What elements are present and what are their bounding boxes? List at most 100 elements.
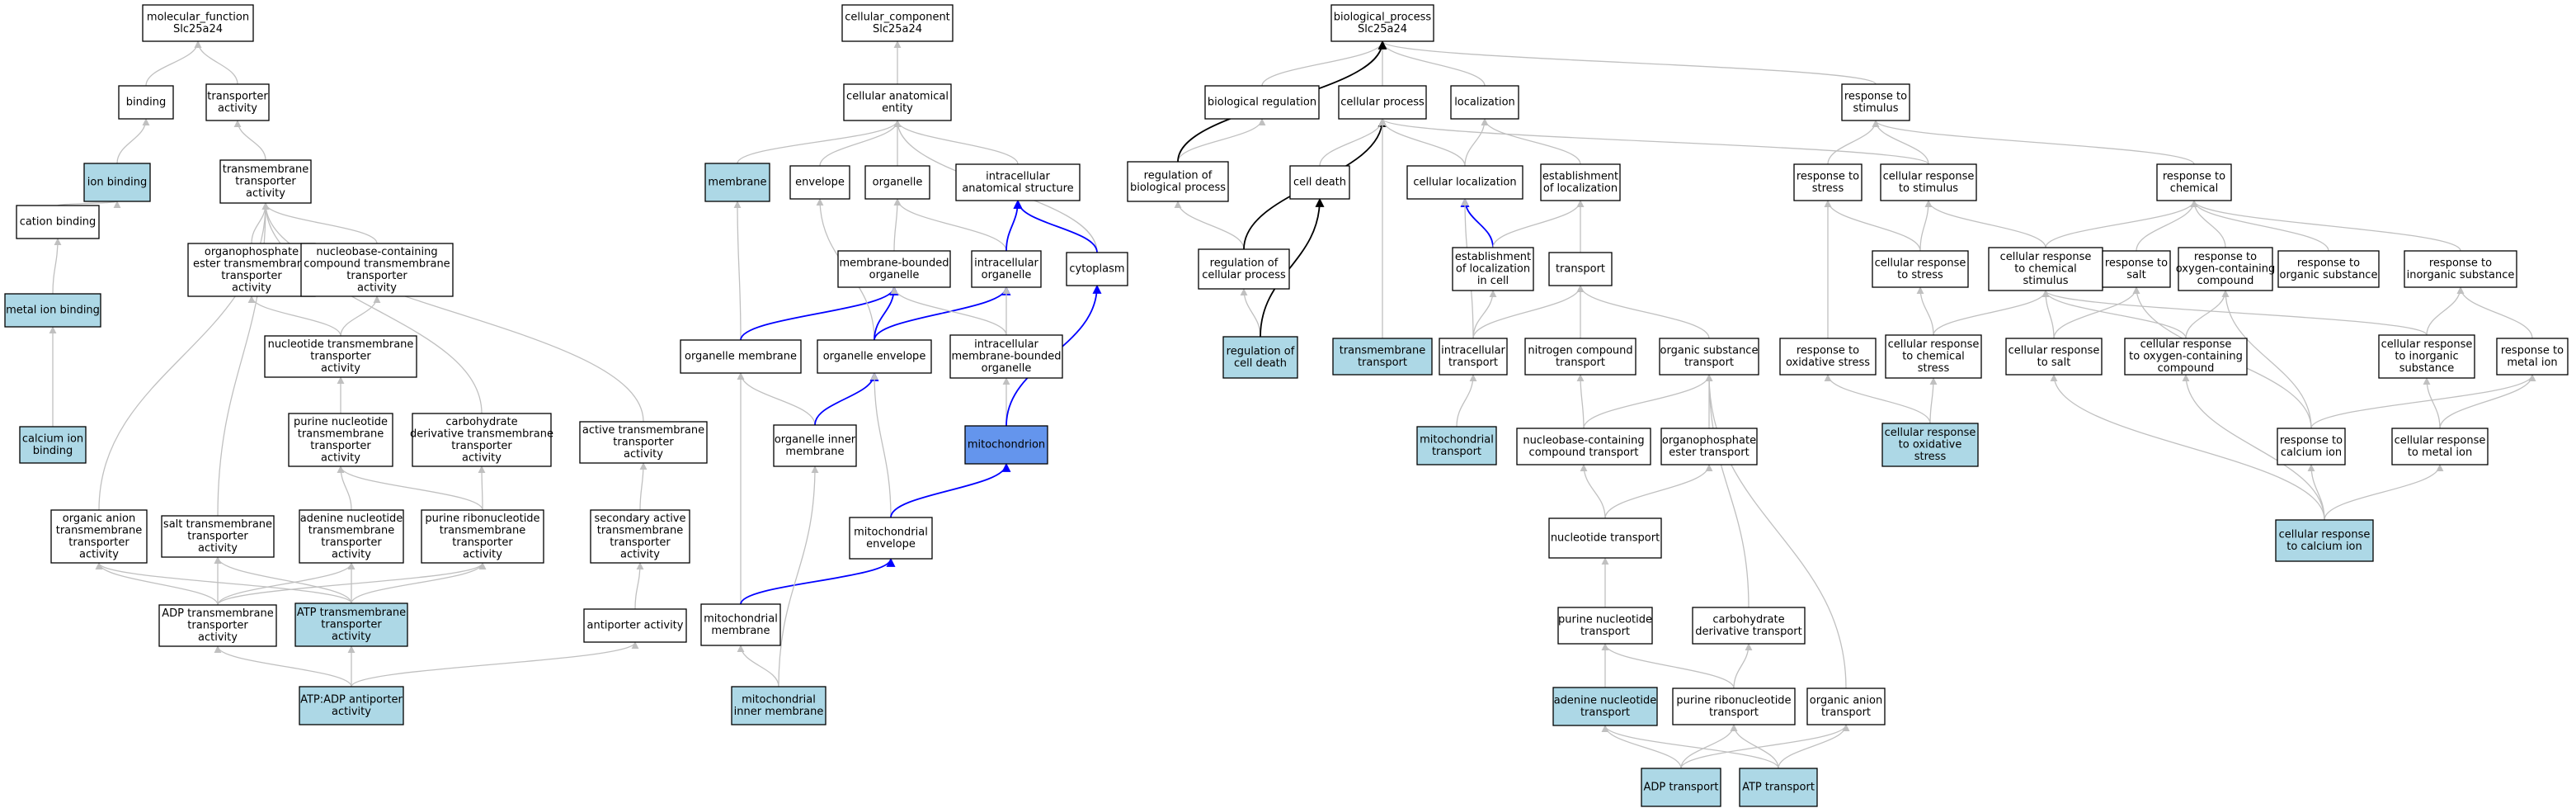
term-node-organelle-envelope[interactable]: organelle envelope <box>817 339 932 374</box>
term-node-cell-process[interactable]: cellular process <box>1338 85 1427 120</box>
edge-cell-localization-to-cell-process <box>1378 118 1466 167</box>
term-node-mitochondrion[interactable]: mitochondrion <box>964 425 1048 465</box>
term-node-cell-death[interactable]: cell death <box>1289 165 1350 200</box>
term-node-purine-nucleotide-tta[interactable]: purine nucleotidetransmembranetransporte… <box>288 413 393 467</box>
term-label-line: of localization <box>1456 263 1530 276</box>
term-label-line: activity <box>198 542 238 555</box>
term-node-ion-binding[interactable]: ion binding <box>83 163 151 202</box>
term-box <box>1406 165 1523 200</box>
term-label-line: regulation of <box>1144 169 1213 182</box>
term-node-adp-transport[interactable]: ADP transport <box>1641 768 1721 807</box>
term-node-transport[interactable]: transport <box>1548 252 1613 286</box>
term-node-organelle[interactable]: organelle <box>864 165 930 200</box>
term-node-antiporter[interactable]: antiporter activity <box>583 608 687 643</box>
term-node-metal-ion-binding[interactable]: metal ion binding <box>4 293 101 328</box>
term-node-adenine-nucleotide-tta[interactable]: adenine nucleotidetransmembranetransport… <box>299 509 404 564</box>
term-box <box>841 4 954 42</box>
term-node-cation-binding[interactable]: cation binding <box>16 205 100 239</box>
term-node-purine-ribonucleotide-tta[interactable]: purine ribonucleotidetransmembranetransp… <box>421 509 544 564</box>
term-node-nucleotide-tta[interactable]: nucleotide transmembranetransporteractiv… <box>264 335 417 378</box>
term-label-line: cytoplasm <box>1069 263 1124 276</box>
term-node-nucleotide-transport[interactable]: nucleotide transport <box>1548 517 1662 559</box>
term-label-line: transmembrane <box>223 163 309 176</box>
term-label-line: nucleobase-containing <box>1523 434 1644 447</box>
term-node-binding[interactable]: binding <box>118 85 174 120</box>
term-node-atp-transport[interactable]: ATP transport <box>1739 768 1818 807</box>
term-node-secondary-active-tta[interactable]: secondary activetransmembranetransporter… <box>590 509 690 564</box>
term-label-line: binding <box>126 97 166 109</box>
term-node-organelle-membrane[interactable]: organelle membrane <box>680 339 802 374</box>
term-node-localization[interactable]: localization <box>1450 85 1519 120</box>
edge-cell-resp-calcium-to-cell-resp-salt <box>2050 374 2325 521</box>
term-node-cytoplasm[interactable]: cytoplasm <box>1066 252 1128 286</box>
term-label-line: stimulus <box>1853 102 1898 115</box>
term-node-membrane[interactable]: membrane <box>704 163 770 202</box>
term-node-bio-reg[interactable]: biological regulation <box>1204 85 1320 120</box>
term-node-cell-localization[interactable]: cellular localization <box>1406 165 1523 200</box>
edge-cell-resp-metal-to-cell-resp-inorganic <box>2423 377 2441 429</box>
term-node-organic-anion-tta[interactable]: organic aniontransmembranetransporteract… <box>50 509 148 564</box>
term-node-envelope[interactable]: envelope <box>789 165 850 200</box>
